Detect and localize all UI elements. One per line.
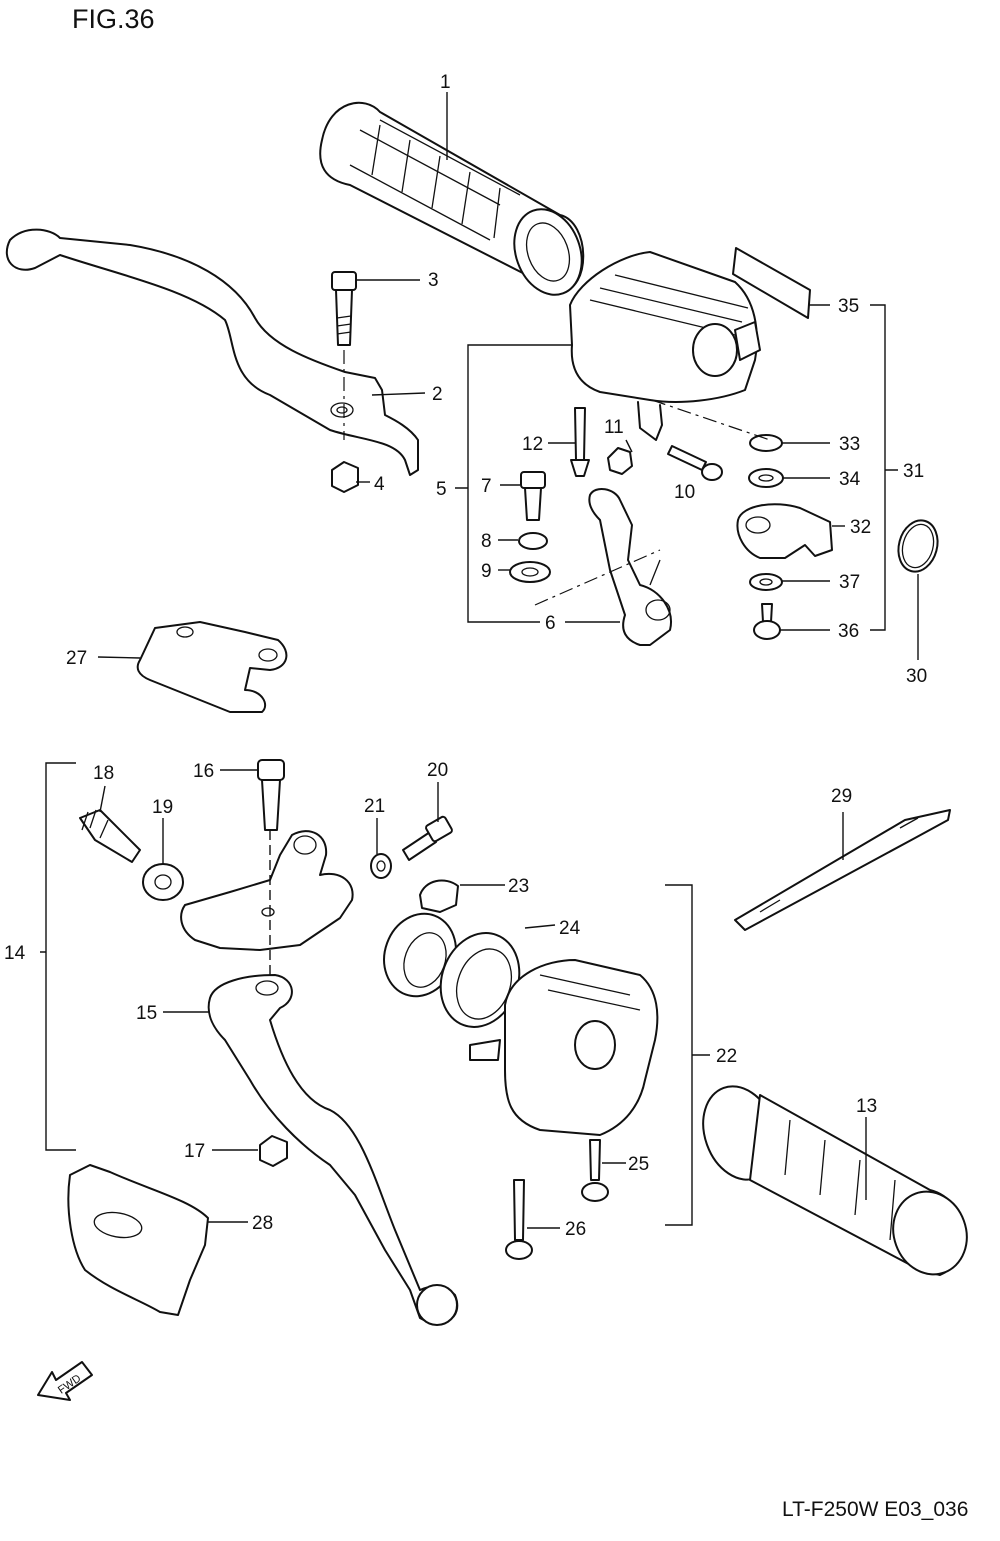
callout-19: 19 (152, 797, 173, 818)
callout-22: 22 (716, 1046, 737, 1067)
callout-36: 36 (838, 621, 859, 642)
screw-36 (753, 603, 781, 640)
brake-lever-top (5, 228, 419, 476)
leader-lines (40, 92, 919, 1229)
screw-25 (581, 1139, 609, 1202)
washer-9 (509, 561, 551, 583)
callout-26: 26 (565, 1219, 586, 1240)
callout-7: 7 (481, 476, 492, 497)
callout-5: 5 (436, 479, 447, 500)
callout-2: 2 (432, 384, 443, 405)
nut-top (331, 461, 359, 493)
callout-31: 31 (903, 461, 924, 482)
callout-15: 15 (136, 1003, 157, 1024)
callout-6: 6 (545, 613, 556, 634)
callout-18: 18 (93, 763, 114, 784)
callout-8: 8 (481, 531, 492, 552)
washer-37 (749, 573, 783, 591)
throttle-lever (588, 488, 672, 646)
choke-lever-32 (736, 503, 833, 559)
cable-tie-29 (734, 809, 951, 931)
boot-28 (67, 1164, 209, 1316)
bracket-27 (136, 621, 288, 713)
callout-14: 14 (4, 943, 26, 964)
screw-26 (505, 1179, 533, 1260)
callout-30: 30 (906, 666, 927, 687)
callout-17: 17 (184, 1141, 205, 1162)
fwd-arrow-icon: FWD (37, 1361, 93, 1401)
washer-21 (370, 853, 392, 879)
callout-9: 9 (481, 561, 492, 582)
screw-10 (667, 445, 723, 481)
figure-code: LT-F250W E03_036 (782, 1498, 968, 1521)
throttle-housing (569, 251, 761, 441)
callout-3: 3 (428, 270, 439, 291)
callout-32: 32 (850, 517, 871, 538)
pivot-bolt-16 (257, 759, 285, 831)
callout-13: 13 (856, 1096, 877, 1117)
callout-37: 37 (839, 572, 860, 593)
plate-35 (732, 247, 811, 319)
callout-21: 21 (364, 796, 385, 817)
nut-17 (259, 1135, 288, 1167)
callout-25: 25 (628, 1154, 649, 1175)
screw-12 (570, 407, 590, 477)
nut-11 (607, 447, 633, 475)
handlebar-switch (469, 959, 659, 1136)
callout-20: 20 (427, 760, 448, 781)
pivot-bolt-top (331, 271, 357, 440)
callout-35: 35 (838, 296, 859, 317)
o-ring-30 (897, 519, 939, 573)
clamp-ring-23 (383, 879, 459, 998)
clip-33 (749, 434, 783, 452)
washer-8 (518, 532, 548, 550)
grip-top (319, 101, 585, 296)
callout-12: 12 (522, 434, 543, 455)
callout-34: 34 (839, 469, 861, 490)
figure-title: FIG.36 (72, 4, 155, 34)
bolt-7 (520, 471, 546, 521)
adjuster-bolt-18 (79, 809, 141, 863)
callout-labels: 1 2 3 4 5 6 7 8 9 10 11 12 13 14 15 16 1… (4, 72, 927, 1240)
callout-4: 4 (374, 474, 385, 495)
washer-34 (748, 468, 784, 488)
callout-33: 33 (839, 434, 860, 455)
clutch-lever-15 (207, 974, 459, 1326)
callout-27: 27 (66, 648, 87, 669)
lever-bracket (180, 830, 354, 951)
callout-16: 16 (193, 761, 214, 782)
callout-29: 29 (831, 786, 852, 807)
bolt-20 (402, 815, 453, 861)
callout-24: 24 (559, 918, 581, 939)
callout-28: 28 (252, 1213, 273, 1234)
grip-bottom-13 (702, 1085, 968, 1276)
callout-10: 10 (674, 482, 695, 503)
callout-23: 23 (508, 876, 529, 897)
callout-11: 11 (604, 417, 624, 438)
callout-1: 1 (440, 72, 451, 93)
locknut-19 (142, 863, 184, 901)
